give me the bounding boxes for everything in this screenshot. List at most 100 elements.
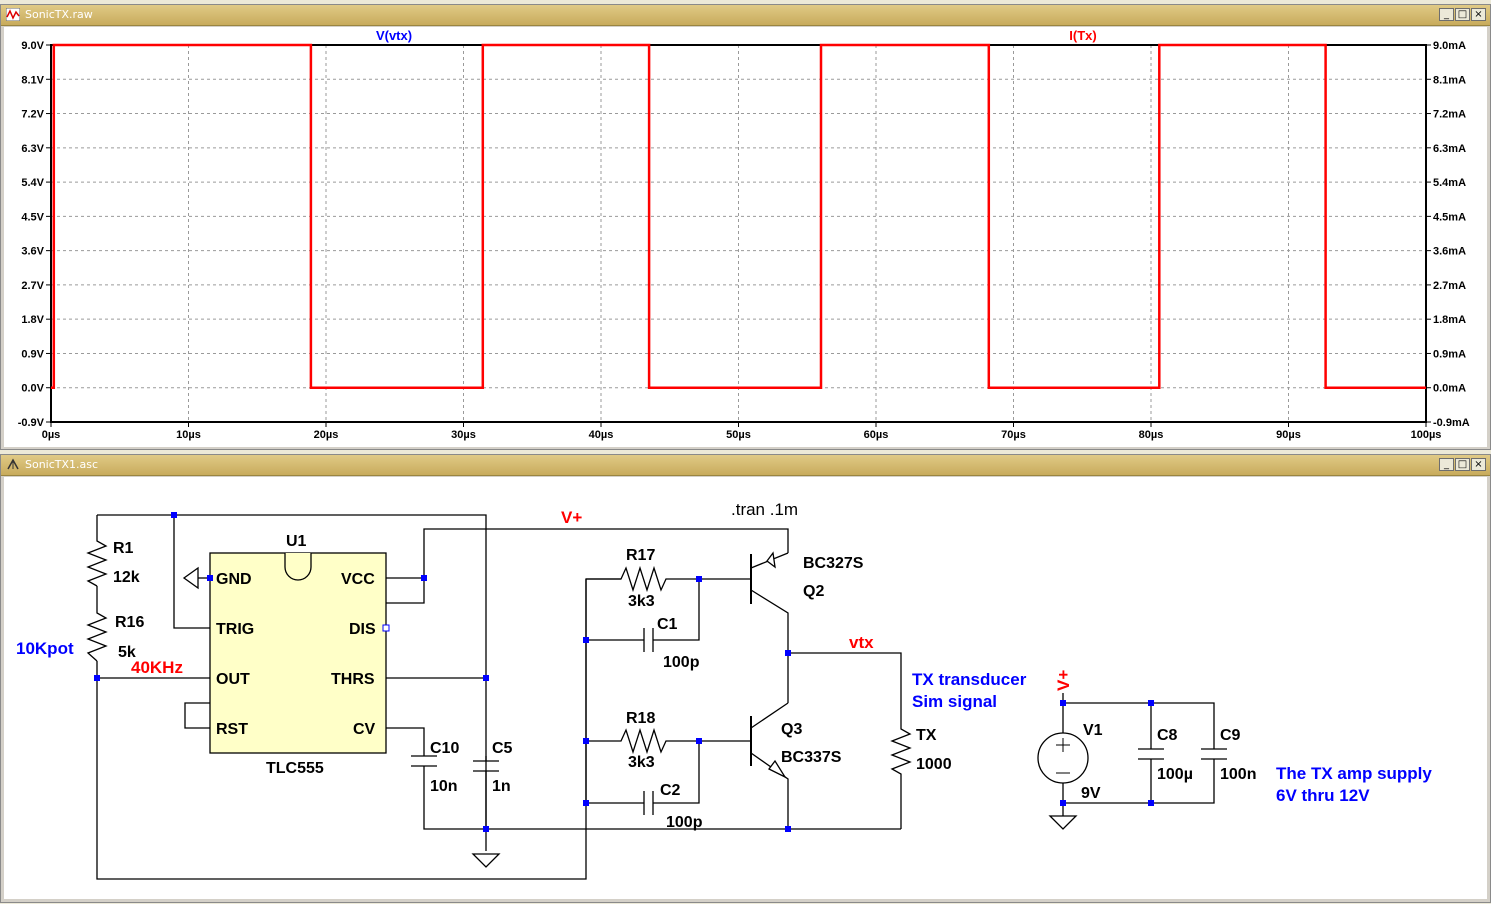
- q2-collector: [750, 589, 789, 653]
- comment-supply-line1: The TX amp supply: [1276, 764, 1432, 783]
- x-tick-label: 20µs: [314, 429, 339, 441]
- c9-ref: C9: [1220, 727, 1241, 744]
- net-label-vplus: V+: [561, 508, 582, 527]
- pin-out: OUT: [216, 671, 250, 688]
- pin-cv: CV: [353, 721, 376, 738]
- close-button[interactable]: ×: [1471, 458, 1486, 471]
- u1-notch: [284, 553, 312, 581]
- wire: [184, 702, 210, 729]
- c10-ref: C10: [430, 740, 459, 757]
- y-axis-left: 9.0V8.1V7.2V6.3V5.4V4.5V3.6V2.7V1.8V0.9V…: [18, 40, 51, 429]
- comment-supply-line2: 6V thru 12V: [1276, 786, 1370, 805]
- x-tick-label: 30µs: [451, 429, 476, 441]
- c2-ref: C2: [660, 782, 681, 799]
- trace-label-vvtx[interactable]: V(vtx): [376, 28, 412, 43]
- y-right-tick-label: 5.4mA: [1433, 177, 1466, 189]
- comment-tx-line1: TX transducer: [912, 670, 1027, 689]
- c8-ref: C8: [1157, 727, 1178, 744]
- y-right-tick-label: 0.9mA: [1433, 348, 1466, 360]
- x-tick-label: 100µs: [1411, 429, 1442, 441]
- schematic-titlebar[interactable]: SonicTX1.asc _ □ ×: [1, 455, 1490, 476]
- c5-value: 1n: [492, 778, 511, 795]
- wire: [653, 741, 700, 804]
- pin-rst: RST: [216, 721, 248, 738]
- wire: [423, 771, 901, 830]
- r1-symbol: [86, 536, 108, 587]
- series-line-vvtx: [51, 43, 1426, 389]
- q3-emitter: [750, 752, 789, 829]
- u1-ref: U1: [286, 533, 307, 550]
- minimize-button[interactable]: _: [1439, 458, 1454, 471]
- wire: [173, 515, 210, 629]
- trace-layer: [51, 43, 1426, 389]
- y-left-tick-label: -0.9V: [18, 417, 45, 429]
- net-label-vtx: vtx: [849, 633, 874, 652]
- r18-value: 3k3: [628, 754, 655, 771]
- schematic-drawing[interactable]: U1 TLC555 GND TRIG OUT RST VCC DIS THRS …: [4, 477, 1487, 899]
- comment-tx-line2: Sim signal: [912, 692, 997, 711]
- tx-ref: TX: [916, 727, 937, 744]
- trace-label-itx[interactable]: I(Tx): [1069, 28, 1096, 43]
- q3-ref: Q3: [781, 721, 802, 738]
- y-right-tick-label: -0.9mA: [1433, 417, 1470, 429]
- waveform-window-title: SonicTX.raw: [25, 8, 93, 21]
- x-tick-label: 60µs: [864, 429, 889, 441]
- y-left-tick-label: 0.9V: [21, 348, 44, 360]
- y-right-tick-label: 3.6mA: [1433, 246, 1466, 258]
- y-axis-right: 9.0mA8.1mA7.2mA6.3mA5.4mA4.5mA3.6mA2.7mA…: [1426, 40, 1470, 429]
- x-tick-label: 50µs: [726, 429, 751, 441]
- y-right-tick-label: 7.2mA: [1433, 109, 1466, 121]
- x-tick-label: 90µs: [1276, 429, 1301, 441]
- waveform-app-icon: [6, 8, 20, 21]
- label-10kpot: 10Kpot: [16, 639, 74, 658]
- y-right-tick-label: 6.3mA: [1433, 143, 1466, 155]
- schematic-window-title: SonicTX1.asc: [25, 458, 99, 471]
- v1-value: 9V: [1081, 785, 1101, 802]
- spice-directive: .tran .1m: [731, 500, 798, 519]
- waveform-plot[interactable]: 9.0V8.1V7.2V6.3V5.4V4.5V3.6V2.7V1.8V0.9V…: [4, 27, 1487, 447]
- minimize-button[interactable]: _: [1439, 8, 1454, 21]
- wire: [788, 652, 902, 723]
- r1-ref: R1: [113, 540, 134, 557]
- u1-part: TLC555: [266, 760, 324, 777]
- y-right-tick-label: 0.0mA: [1433, 383, 1466, 395]
- r17-symbol: [586, 565, 751, 593]
- maximize-button[interactable]: □: [1455, 458, 1470, 471]
- pin-dis: DIS: [349, 621, 376, 638]
- x-tick-label: 80µs: [1139, 429, 1164, 441]
- r17-value: 3k3: [628, 593, 655, 610]
- tx-value: 1000: [916, 756, 952, 773]
- c9-value: 100n: [1220, 766, 1256, 783]
- r18-symbol: [586, 727, 751, 755]
- waveform-titlebar[interactable]: SonicTX.raw _ □ ×: [1, 5, 1490, 26]
- c5-ref: C5: [492, 740, 513, 757]
- r18-ref: R18: [626, 710, 655, 727]
- net-label-40khz: 40KHz: [131, 658, 183, 677]
- y-right-tick-label: 2.7mA: [1433, 280, 1466, 292]
- y-left-tick-label: 8.1V: [21, 74, 44, 86]
- y-right-tick-label: 1.8mA: [1433, 314, 1466, 326]
- y-left-tick-label: 6.3V: [21, 143, 44, 155]
- y-left-tick-label: 4.5V: [21, 211, 44, 223]
- maximize-button[interactable]: □: [1455, 8, 1470, 21]
- schematic-app-icon: [7, 458, 19, 470]
- x-tick-label: 40µs: [589, 429, 614, 441]
- schematic-canvas[interactable]: U1 TLC555 GND TRIG OUT RST VCC DIS THRS …: [4, 477, 1487, 899]
- wire: [97, 514, 487, 829]
- wire: [653, 579, 700, 641]
- net-label-vplus-v1: V+: [1054, 670, 1073, 691]
- q2-part: BC327S: [803, 555, 864, 572]
- close-button[interactable]: ×: [1471, 8, 1486, 21]
- r1-value: 12k: [113, 569, 140, 586]
- c8-value: 100µ: [1157, 766, 1193, 783]
- pin-vcc: VCC: [341, 571, 375, 588]
- r16-symbol: [86, 606, 108, 662]
- y-right-tick-label: 9.0mA: [1433, 40, 1466, 52]
- c2-value: 100p: [666, 814, 703, 831]
- r16-value: 5k: [118, 644, 136, 661]
- wire: [386, 727, 425, 756]
- c1-value: 100p: [663, 654, 700, 671]
- q3-part: BC337S: [781, 749, 842, 766]
